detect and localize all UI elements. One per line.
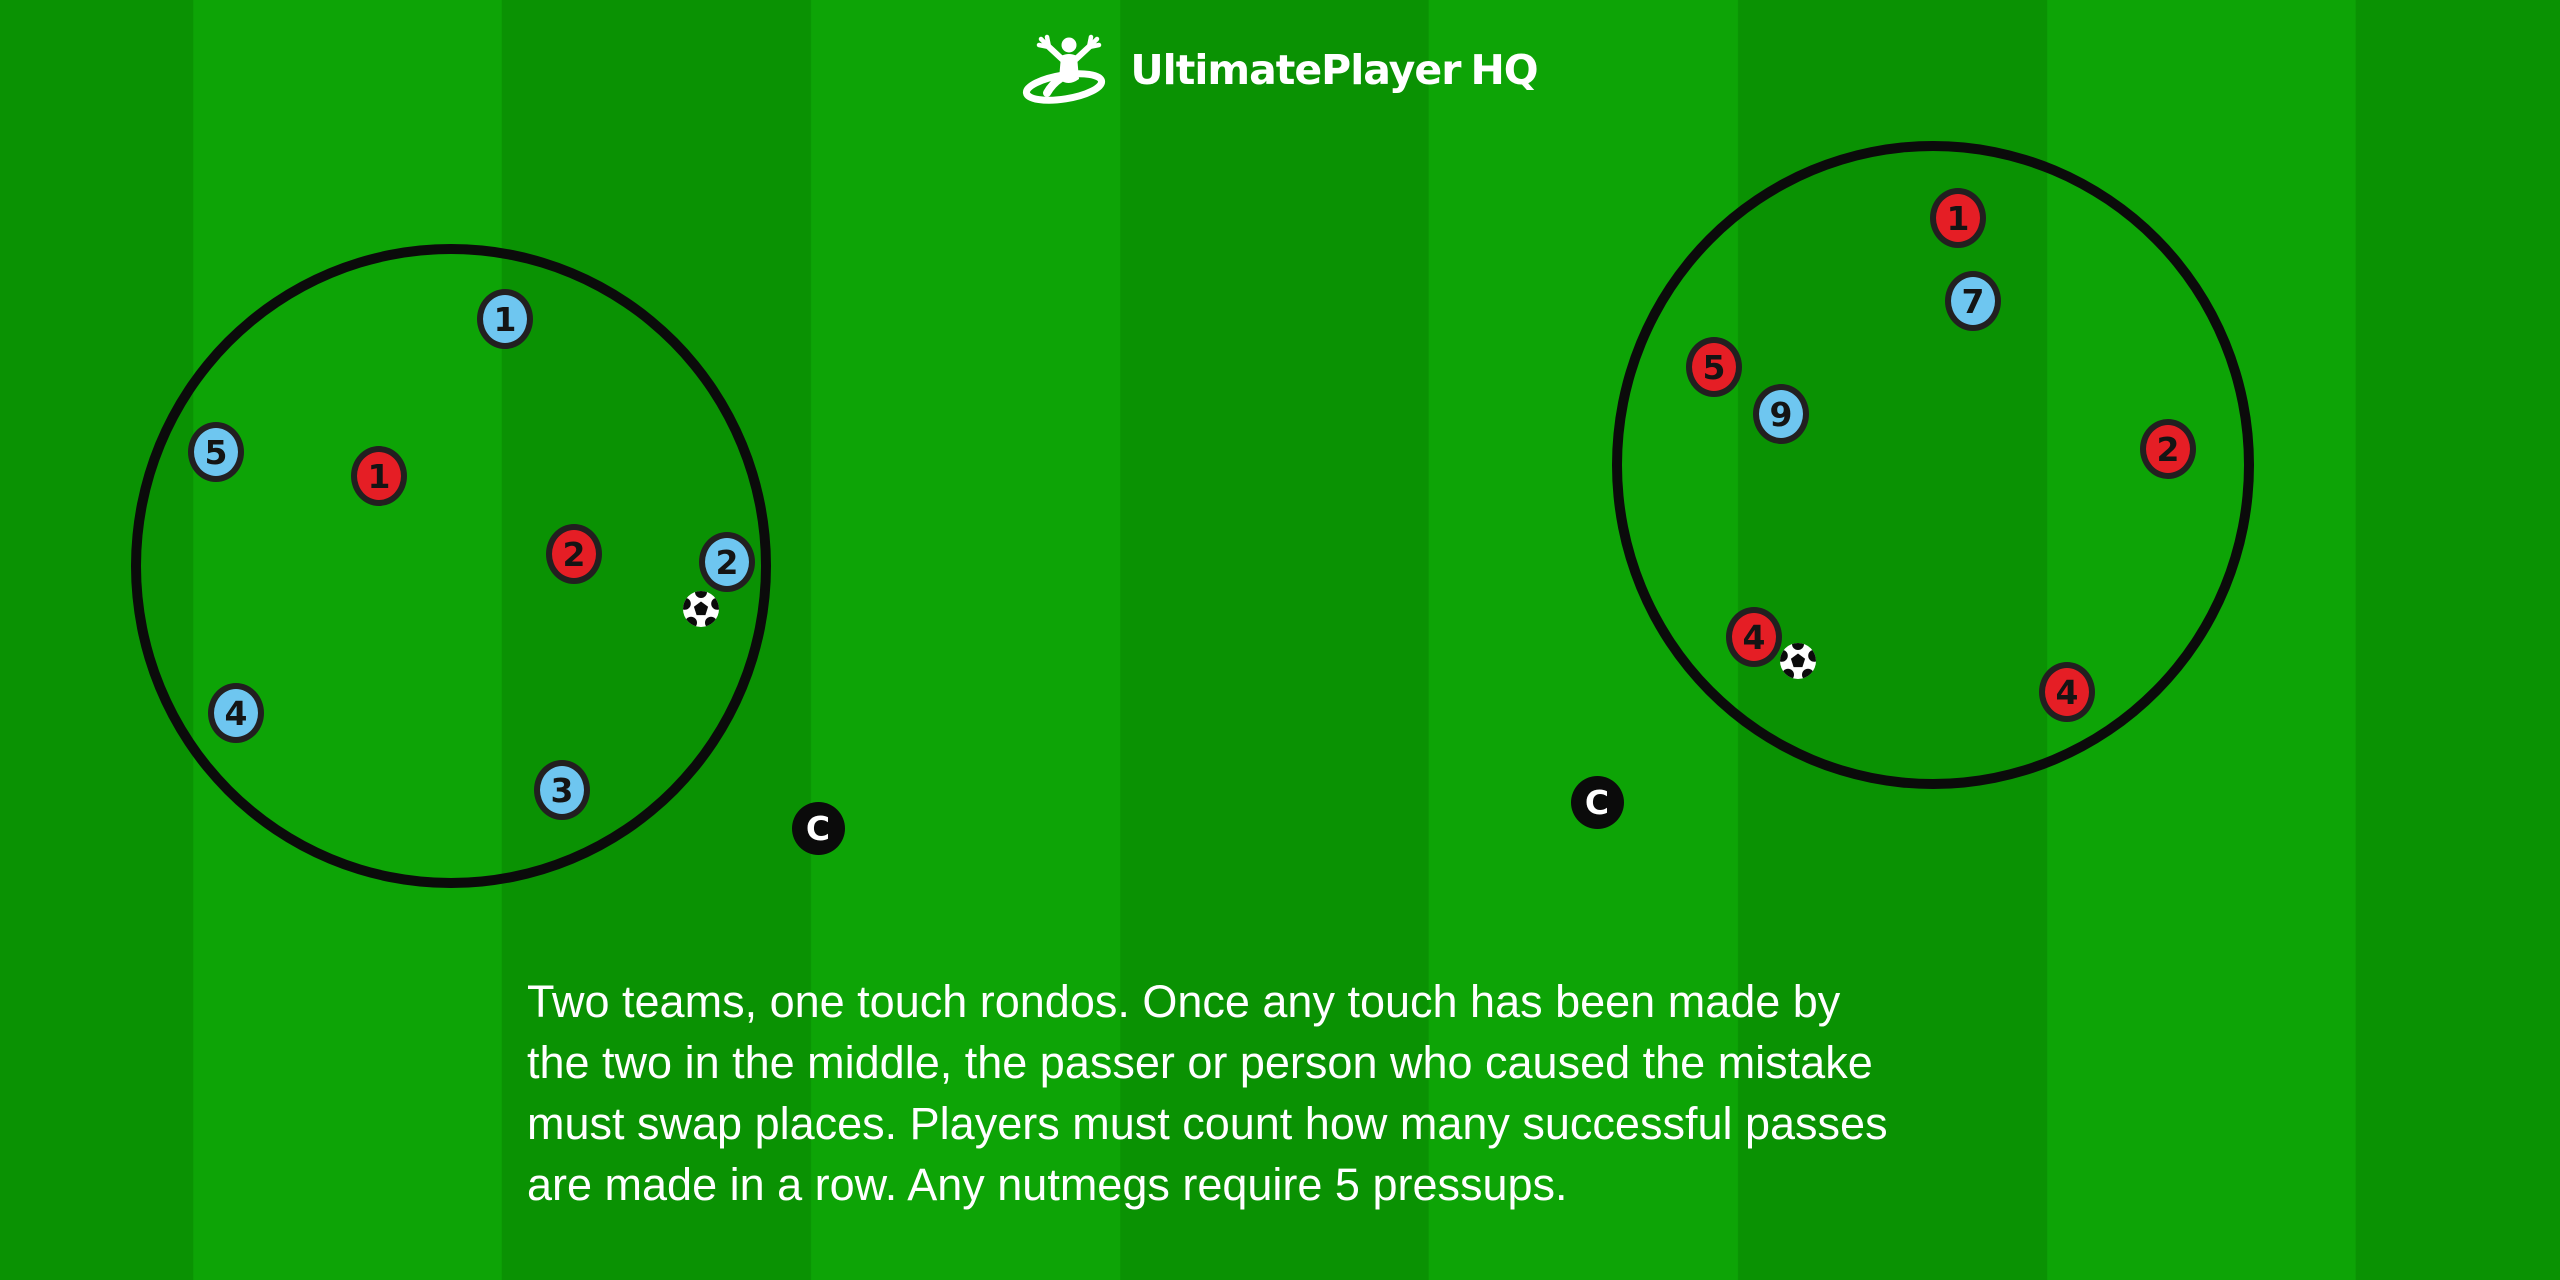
player-number: 1 xyxy=(493,299,517,339)
player-number: 1 xyxy=(367,456,391,496)
coach-marker: C xyxy=(791,801,845,855)
player-number: 4 xyxy=(2055,672,2079,712)
brand-logo: UltimatePlayer HQ xyxy=(0,34,2560,106)
player-number: 7 xyxy=(1961,281,1985,321)
player-number: 4 xyxy=(224,693,248,733)
player-marker-right-red-5: 5 xyxy=(1686,337,1742,397)
player-marker-right-red-1: 1 xyxy=(1930,188,1986,248)
player-number: 1 xyxy=(1946,198,1970,238)
coach-marker: C xyxy=(1570,775,1624,829)
soccer-ball-icon xyxy=(682,590,720,628)
player-marker-left-blue-2: 2 xyxy=(699,532,755,592)
player-number: 5 xyxy=(204,432,228,472)
player-number: 2 xyxy=(715,542,739,582)
player-marker-right-red-4: 4 xyxy=(2039,662,2095,722)
player-marker-right-red-2: 2 xyxy=(2140,419,2196,479)
brand-name-main: UltimatePlayer xyxy=(1130,46,1461,94)
drill-description: Two teams, one touch rondos. Once any to… xyxy=(527,971,1888,1215)
soccer-ball-icon xyxy=(1779,642,1817,680)
player-marker-left-blue-4: 4 xyxy=(208,683,264,743)
description-line: the two in the middle, the passer or per… xyxy=(527,1037,1873,1088)
player-marker-left-blue-3: 3 xyxy=(534,760,590,820)
player-number: 9 xyxy=(1769,394,1793,434)
player-marker-left-blue-1: 1 xyxy=(477,289,533,349)
player-number: 2 xyxy=(2156,429,2180,469)
brand-name-suffix: HQ xyxy=(1470,46,1538,94)
player-number: 5 xyxy=(1702,347,1726,387)
player-marker-right-red-4: 4 xyxy=(1726,607,1782,667)
description-line: are made in a row. Any nutmegs require 5… xyxy=(527,1159,1568,1210)
right-rondo-circle xyxy=(1612,141,2254,789)
player-marker-left-red-2: 2 xyxy=(546,524,602,584)
sliding-player-icon xyxy=(1023,34,1106,104)
player-marker-right-blue-9: 9 xyxy=(1753,384,1809,444)
description-line: must swap places. Players must count how… xyxy=(527,1098,1888,1149)
coach-label: C xyxy=(805,808,831,848)
player-number: 3 xyxy=(550,770,574,810)
player-marker-left-red-1: 1 xyxy=(351,446,407,506)
left-rondo-circle xyxy=(131,244,771,888)
coach-label: C xyxy=(1584,782,1610,822)
player-marker-left-blue-5: 5 xyxy=(188,422,244,482)
description-line: Two teams, one touch rondos. Once any to… xyxy=(527,976,1841,1027)
player-number: 2 xyxy=(562,534,586,574)
brand-wordmark: UltimatePlayer HQ xyxy=(1130,46,1538,94)
player-number: 4 xyxy=(1742,617,1766,657)
player-marker-right-blue-7: 7 xyxy=(1945,271,2001,331)
